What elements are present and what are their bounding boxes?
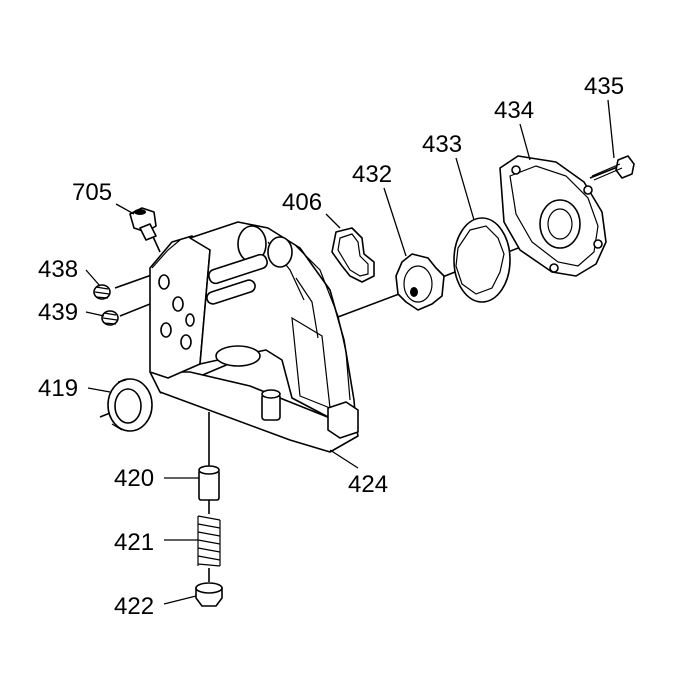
oil-pump-housing (149, 221, 359, 453)
leader-lines (85, 99, 615, 605)
plug-438 (93, 284, 111, 300)
outer-rotor-433 (453, 217, 511, 303)
inner-rotor-432 (395, 253, 445, 311)
callout-432: 432 (352, 161, 392, 188)
callout-439: 439 (38, 299, 78, 326)
callout-419: 419 (38, 375, 78, 402)
callout-435: 435 (584, 73, 624, 100)
oil-pressure-sensor-705 (129, 207, 157, 241)
front-crankshaft-seal-419 (107, 378, 153, 432)
callout-422: 422 (114, 593, 154, 620)
callout-433: 433 (422, 131, 462, 158)
plug-439 (101, 310, 119, 326)
callout-434: 434 (494, 97, 534, 124)
callout-406: 406 (282, 189, 322, 216)
callout-labels: 705 438 439 419 406 432 433 434 435 424 … (38, 73, 624, 620)
bolt-435 (591, 155, 635, 181)
oil-pump-cover-434 (499, 155, 607, 277)
callout-438: 438 (38, 256, 78, 283)
relief-valve-spring-421 (197, 515, 221, 567)
relief-valve-plug-422 (195, 582, 223, 607)
callout-420: 420 (114, 465, 154, 492)
gasket-406 (331, 227, 375, 283)
callout-705: 705 (72, 179, 112, 206)
relief-valve-420 (198, 465, 220, 501)
callout-421: 421 (114, 529, 154, 556)
callout-424: 424 (348, 471, 388, 498)
